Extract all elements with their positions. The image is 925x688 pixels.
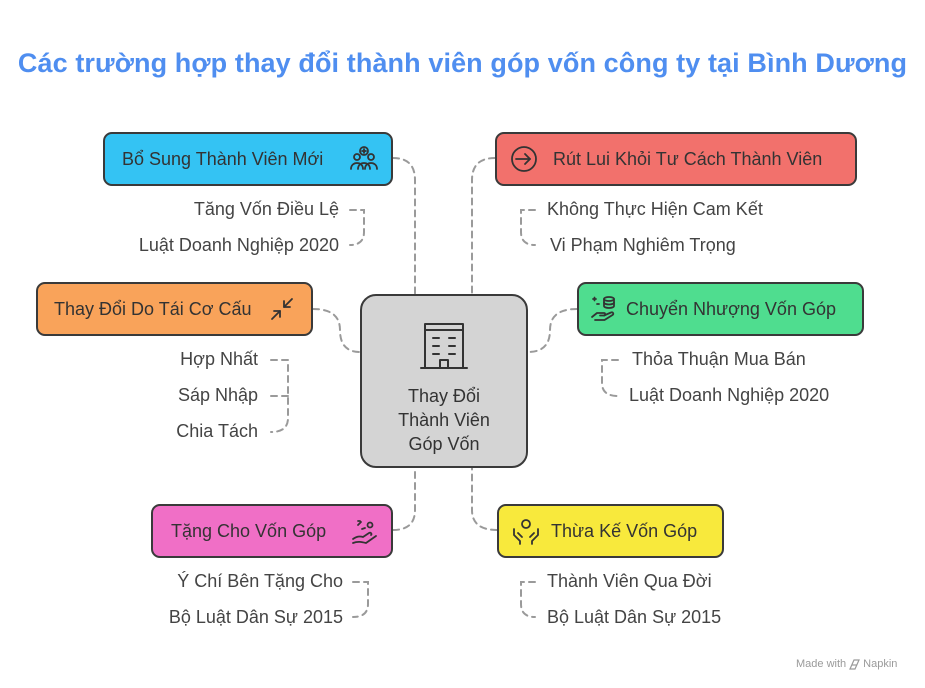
leaf-chia-tach: Chia Tách xyxy=(176,421,258,441)
leaf-bo-luat-dan-su-2015: Bộ Luật Dân Sự 2015 xyxy=(547,607,722,627)
leaf-thanh-vien-qua-doi: Thành Viên Qua Đời xyxy=(547,571,712,591)
central-title-line-1: Thay Đổi xyxy=(407,386,481,406)
leaf-vi-pham-nghiem-trong: Vi Phạm Nghiêm Trọng xyxy=(550,235,736,255)
napkin-brand-text: Napkin xyxy=(863,658,898,670)
branch-tai-co-cau: Thay Đổi Do Tái Cơ Cấu xyxy=(36,282,313,336)
branch-label: Thừa Kế Vốn Góp xyxy=(551,520,698,541)
napkin-watermark: Made with Napkin xyxy=(796,658,897,670)
leaf-luat-doanh-nghiep-2020: Luật Doanh Nghiệp 2020 xyxy=(138,235,339,255)
branch-rut-lui: Rút Lui Khỏi Tư Cách Thành Viên xyxy=(495,132,857,186)
leaf-luat-doanh-nghiep-2020: Luật Doanh Nghiệp 2020 xyxy=(629,385,830,405)
add-group-icon xyxy=(347,142,381,176)
central-title-line-2: Thành Viên xyxy=(398,410,490,430)
leaf-y-chi-ben-tang-cho: Ý Chí Bên Tặng Cho xyxy=(177,571,343,591)
giving-hand-icon xyxy=(347,514,381,548)
branch-label: Rút Lui Khỏi Tư Cách Thành Viên xyxy=(553,148,823,169)
central-topic: Thay Đổi Thành Viên Góp Vốn xyxy=(360,294,528,468)
leaf-tang-von-dieu-le: Tăng Vốn Điều Lệ xyxy=(193,199,339,219)
branch-label: Tặng Cho Vốn Góp xyxy=(171,520,327,541)
merge-arrows-icon xyxy=(265,292,299,326)
branch-bo-sung-thanh-vien-moi: Bổ Sung Thành Viên Mới xyxy=(103,132,393,186)
napkin-logo-icon xyxy=(849,658,861,670)
branch-tang-cho: Tặng Cho Vốn Góp xyxy=(151,504,393,558)
made-with-text: Made with xyxy=(796,658,847,670)
branch-label: Chuyển Nhượng Vốn Góp xyxy=(626,298,836,319)
exit-icon xyxy=(507,142,541,176)
central-title-line-3: Góp Vốn xyxy=(408,434,480,454)
branch-thua-ke: Thừa Kế Vốn Góp xyxy=(497,504,724,558)
leaf-khong-thuc-hien-cam-ket: Không Thực Hiện Cam Kết xyxy=(547,199,763,219)
branch-label: Bổ Sung Thành Viên Mới xyxy=(122,148,324,169)
branch-label: Thay Đổi Do Tái Cơ Cấu xyxy=(54,298,252,319)
receiving-hands-icon xyxy=(509,514,543,548)
leaf-hop-nhat: Hợp Nhất xyxy=(180,349,258,369)
hand-coins-icon xyxy=(588,292,622,326)
branch-chuyen-nhuong: Chuyển Nhượng Vốn Góp xyxy=(577,282,864,336)
leaf-sap-nhap: Sáp Nhập xyxy=(177,385,258,405)
page-title: Các trường hợp thay đổi thành viên góp v… xyxy=(17,48,908,78)
building-icon xyxy=(419,318,469,372)
leaf-thoa-thuan-mua-ban: Thỏa Thuận Mua Bán xyxy=(632,349,806,369)
leaf-bo-luat-dan-su-2015: Bộ Luật Dân Sự 2015 xyxy=(168,607,343,627)
